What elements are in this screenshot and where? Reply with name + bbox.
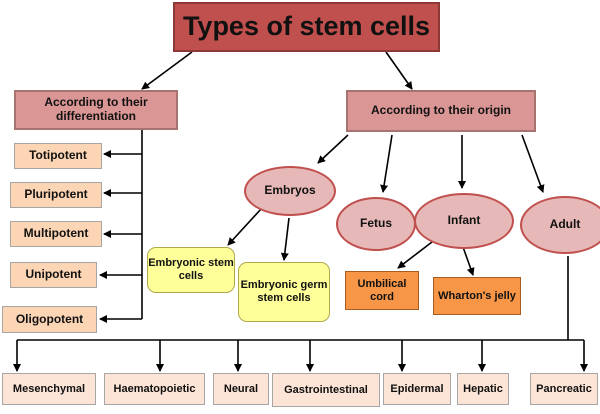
arrow-to-embryonic-stem-cells	[227, 207, 263, 246]
pluripotent-box: Pluripotent	[10, 182, 102, 208]
embryonic-germ-stem-cells-box: Embryonic germ stem cells	[238, 262, 330, 322]
fetus-node: Fetus	[336, 197, 416, 251]
arrow-to-embryos	[317, 134, 349, 164]
unipotent-box: Unipotent	[10, 262, 97, 288]
embryos-node: Embryos	[244, 166, 336, 216]
totipotent-box: Totipotent	[14, 143, 102, 169]
origin-heading: According to their origin	[346, 90, 536, 132]
epidermal-box: Epidermal	[383, 373, 451, 405]
differentiation-heading: According to their differentiation	[14, 90, 178, 130]
pancreatic-box: Pancreatic	[530, 373, 598, 405]
adult-node: Adult	[520, 196, 600, 254]
arrow-title-to-origin	[385, 51, 413, 90]
whartons-jelly-box: Wharton's jelly	[433, 277, 521, 315]
arrow-to-adult	[521, 134, 545, 193]
arrow-to-whartons-jelly	[462, 246, 475, 276]
gastrointestinal-box: Gastrointestinal	[272, 373, 380, 407]
arrow-to-embryonic-germ-stem-cells	[280, 217, 290, 261]
oligopotent-box: Oligopotent	[2, 306, 97, 333]
infant-node: Infant	[414, 193, 514, 249]
hepatic-box: Hepatic	[457, 373, 509, 405]
multipotent-box: Multipotent	[10, 221, 102, 247]
haematopoietic-box: Haematopoietic	[104, 373, 205, 405]
umbilical-cord-box: Umbilical cord	[345, 271, 419, 310]
neural-box: Neural	[213, 373, 269, 405]
mesenchymal-box: Mesenchymal	[2, 373, 96, 405]
embryonic-stem-cells-box: Embryonic stem cells	[147, 247, 235, 293]
diagram-title: Types of stem cells	[173, 2, 440, 52]
arrow-to-umbilical-cord	[397, 241, 433, 269]
arrow-title-to-differentiation	[141, 51, 193, 90]
arrow-to-fetus	[380, 134, 393, 193]
